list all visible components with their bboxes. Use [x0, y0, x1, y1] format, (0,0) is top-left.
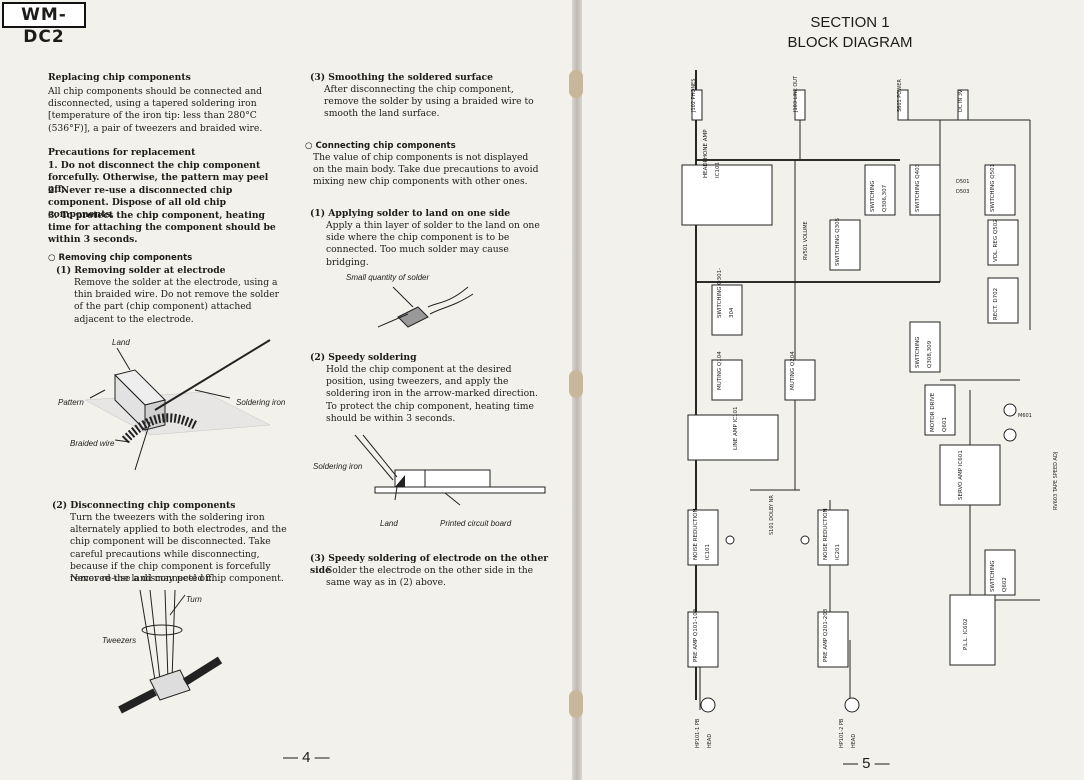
- applying-title: (1) Applying solder to land on one side: [310, 208, 511, 219]
- servo-amp-block: [939, 444, 1001, 506]
- label-tweezers: Tweezers: [102, 636, 137, 645]
- switching-q501-block: [984, 164, 1016, 216]
- label-land-2: Land: [380, 519, 398, 528]
- label-pb-head-l: HP101-1 PB HEAD: [695, 718, 714, 748]
- line-amp-block: [687, 414, 779, 461]
- muting-q104-block: [711, 359, 743, 401]
- label-d503: D503: [956, 189, 970, 195]
- binder-hole: [569, 70, 583, 98]
- switching-q308-block: [909, 321, 941, 373]
- block-noise-reduction-l: NOISE REDUCTION IC101: [693, 508, 712, 560]
- switching-q306-block: [864, 164, 896, 216]
- model-tag: WM-DC2: [2, 2, 86, 47]
- label-phones: J102 PHONES: [691, 78, 697, 112]
- label-land: Land: [112, 338, 130, 347]
- label-tape-speed: RV603 TAPE SPEED ADJ: [1053, 451, 1059, 510]
- block-switching-q305: SWITCHING Q305: [835, 217, 841, 266]
- precautions-title: Precautions for replacement: [48, 147, 196, 158]
- block-motor-drive: MOTOR DRIVE Q601: [930, 392, 949, 432]
- braided-wire-figure: [84, 339, 271, 471]
- label-dc-in: DC IN 3V: [958, 89, 964, 112]
- block-switching-q308: SWITCHING Q308,309: [915, 336, 934, 368]
- removing-step2-body: Turn the tweezers with the soldering iro…: [70, 512, 287, 585]
- label-pb-head-r: HP101-2 PB HEAD: [839, 718, 858, 748]
- label-braided-wire: Braided wire: [70, 439, 115, 448]
- label-turn: Turn: [186, 595, 202, 604]
- label-volume: RV501 VOLUME: [803, 221, 809, 260]
- noise-reduction-l-block: [687, 509, 719, 566]
- switching-q602-block: [984, 549, 1016, 596]
- volt-reg-block: [987, 219, 1019, 266]
- removing-step1-title: (1) Removing solder at electrode: [56, 265, 226, 276]
- label-power: S601 POWER: [897, 79, 903, 112]
- smoothing-title: (3) Smoothing the soldered surface: [310, 72, 493, 83]
- block-diagram-title: BLOCK DIAGRAM: [787, 34, 913, 51]
- muting-q204-block: [784, 359, 816, 401]
- pll-block: [949, 594, 996, 666]
- removing-title: ○ Removing chip components: [48, 253, 193, 263]
- block-pre-amp-l: PRE AMP Q101-103: [693, 608, 699, 662]
- label-soldering-iron-2: Soldering iron: [313, 462, 363, 471]
- removing-step1-body: Remove the solder at the electrode, usin…: [74, 277, 280, 325]
- label-line-out: J103 LINE OUT: [793, 75, 799, 112]
- switching-q305-block: [829, 219, 861, 271]
- connecting-body: The value of chip components is not disp…: [313, 152, 539, 188]
- block-noise-reduction-r: NOISE REDUCTION IC201: [823, 508, 842, 560]
- block-switching-q501: SWITCHING Q501: [990, 163, 996, 212]
- label-printed-circuit-board: Printed circuit board: [440, 519, 512, 528]
- removing-step2-note: Never re-use a disconnected chip compone…: [70, 573, 284, 584]
- noise-reduction-r-block: [817, 509, 849, 566]
- replacing-title: Replacing chip components: [48, 72, 191, 83]
- block-switching-q403: SWITCHING Q403: [915, 163, 921, 212]
- speedy-title: (2) Speedy soldering: [310, 352, 417, 363]
- left-page: [0, 0, 575, 780]
- removing-step2-title: (2) Disconnecting chip components: [52, 500, 236, 511]
- label-motor: M601: [1018, 413, 1032, 419]
- label-pattern: Pattern: [58, 398, 84, 407]
- section-number: SECTION 1: [810, 14, 890, 31]
- block-switching-q602: SWITCHING Q602: [990, 560, 1009, 592]
- block-diagram: [681, 70, 1040, 713]
- block-servo-amp: SERVO AMP IC601: [958, 450, 964, 500]
- replacing-body: All chip components should be connected …: [48, 86, 263, 134]
- solder-figure: [377, 286, 474, 328]
- headphone-amp-block: [681, 164, 773, 226]
- block-muting-q104: MUTING Q104: [717, 351, 723, 390]
- block-line-amp: LINE AMP IC101: [733, 406, 739, 450]
- rect-block: [987, 277, 1019, 324]
- block-pll: P.L.L. IC602: [963, 618, 969, 650]
- pre-amp-l-block: [687, 611, 719, 668]
- block-switching-q301: SWITCHING Q301-304: [717, 267, 736, 318]
- speedy-solder-figure: [354, 434, 546, 506]
- switching-q403-block: [909, 164, 941, 216]
- precaution-item-3: 3. To protect the chip component, heatin…: [48, 210, 276, 246]
- block-volt-reg: VOL. REG Q502: [993, 219, 999, 262]
- speedy-body: Hold the chip component at the desired p…: [326, 364, 538, 424]
- connecting-title: ○ Connecting chip components: [305, 141, 456, 151]
- block-switching-q306: SWITCHING Q306,307: [870, 180, 889, 212]
- applying-body: Apply a thin layer of solder to the land…: [326, 220, 540, 268]
- label-dolby-nr: S101 DOLBY NR: [769, 495, 775, 535]
- label-d501: D501: [956, 179, 970, 185]
- precaution-item-2: 2. Never re-use a disconnected chip comp…: [48, 185, 233, 221]
- left-page-number: — 4 —: [283, 749, 330, 766]
- smoothing-body: After disconnecting the chip component, …: [324, 84, 534, 120]
- speedy-other-title: (3) Speedy soldering of electrode on the…: [310, 553, 549, 577]
- switching-q301-block: [711, 284, 743, 336]
- binder-hole: [569, 690, 583, 718]
- binder-hole: [569, 370, 583, 398]
- label-small-solder: Small quantity of solder: [346, 273, 430, 282]
- right-page-number: — 5 —: [843, 755, 890, 772]
- block-muting-q204: MUTING Q204: [790, 351, 796, 390]
- block-headphone-amp: HEADPHONE AMP IC101: [703, 129, 722, 178]
- block-pre-amp-r: PRE AMP Q201-203: [823, 608, 829, 662]
- motor-drive-block: [924, 384, 956, 436]
- precaution-item-1: 1. Do not disconnect the chip component …: [48, 160, 269, 196]
- speedy-other-body: Solder the electrode on the other side i…: [326, 565, 534, 589]
- label-soldering-iron: Soldering iron: [236, 398, 286, 407]
- pre-amp-r-block: [817, 611, 849, 668]
- block-rect: RECT. D702: [993, 287, 999, 320]
- tweezers-figure: [118, 589, 223, 714]
